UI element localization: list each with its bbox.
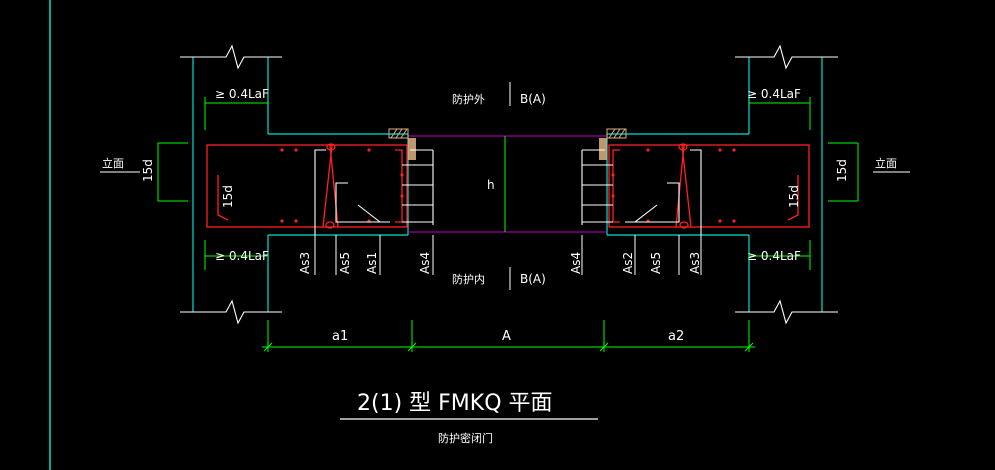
a2-label: a2: [668, 329, 684, 344]
d15-right-outer-label: 15d: [835, 159, 849, 182]
as1-label: As1: [365, 252, 379, 274]
door-frame-hatch: [388, 128, 627, 160]
d15-left-outer-label: 15d: [141, 159, 155, 182]
b-a-bottom-label: B(A): [520, 272, 546, 286]
elev-left-label: 立面: [102, 156, 124, 170]
as4-left-label: As4: [418, 252, 432, 274]
b-a-top-label: B(A): [520, 92, 546, 106]
anchor-bars: [314, 149, 702, 235]
leader-lines: [100, 82, 910, 290]
as3-left-label: As3: [298, 252, 312, 274]
outside-label: 防护外: [452, 92, 485, 106]
as5-right-label: As5: [649, 252, 663, 274]
wall-outline: [192, 57, 823, 312]
A-label: A: [502, 329, 511, 344]
as2-label: As2: [621, 252, 635, 274]
lap-tr-label: ≥ 0.4LaF: [747, 87, 801, 101]
as4-right-label: As4: [569, 252, 583, 274]
elev-right-label: 立面: [875, 156, 897, 170]
d15-left-inner-label: 15d: [221, 185, 235, 208]
lap-bl-label: ≥ 0.4LaF: [215, 249, 269, 263]
h-label: h: [487, 178, 495, 192]
inside-label: 防护内: [452, 272, 485, 286]
lap-tl-label: ≥ 0.4LaF: [215, 87, 269, 101]
dimension-lines: [157, 97, 859, 352]
as3-right-label: As3: [688, 252, 702, 274]
break-lines: [180, 44, 838, 325]
lap-br-label: ≥ 0.4LaF: [747, 249, 801, 263]
opening-lines: [408, 135, 607, 233]
drawing-subtitle: 防护密闭门: [438, 431, 493, 445]
d15-right-inner-label: 15d: [787, 185, 801, 208]
rebar-dots: [280, 148, 736, 223]
rebar: [206, 143, 810, 229]
a1-label: a1: [332, 329, 348, 344]
drawing-title: 2(1) 型 FMKQ 平面: [357, 391, 553, 416]
as5-left-label: As5: [338, 252, 352, 274]
